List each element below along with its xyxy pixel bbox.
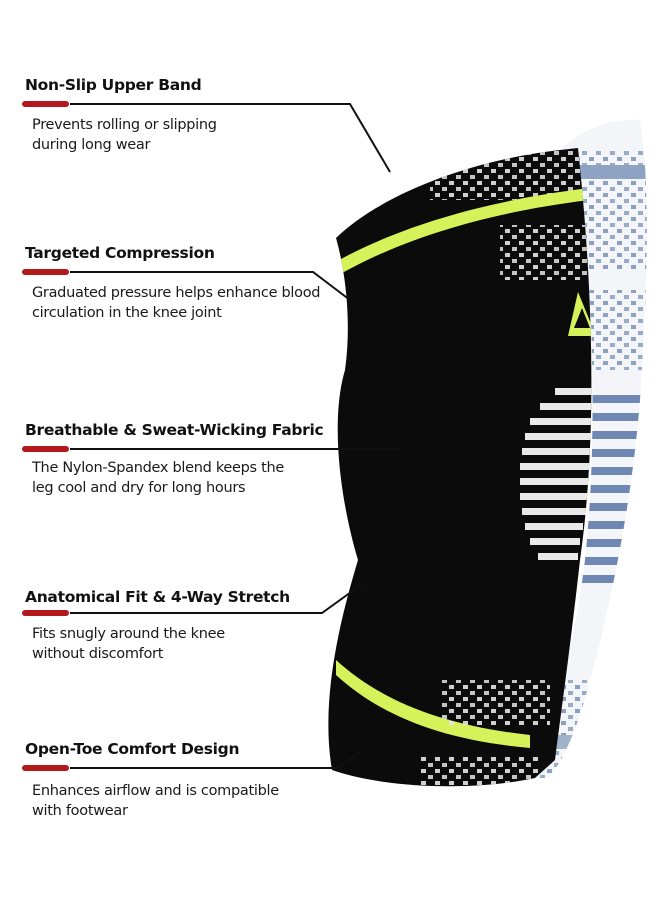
accent-bar (22, 610, 69, 616)
accent-bar (22, 269, 69, 275)
leader-line-1 (70, 103, 391, 173)
accent-bar (22, 765, 69, 771)
leader-line-4 (70, 581, 366, 614)
feature-description: Fits snugly around the knee without disc… (32, 626, 225, 662)
accent-bar (22, 101, 69, 107)
feature-title: Targeted Compression (25, 244, 215, 262)
feature-description: Graduated pressure helps enhance blood c… (32, 285, 321, 321)
black-neon-sleeve (328, 148, 592, 787)
leader-lines (70, 103, 398, 769)
feature-title: Anatomical Fit & 4-Way Stretch (25, 588, 290, 606)
feature-description: Prevents rolling or slipping during long… (32, 117, 217, 153)
feature-title: Breathable & Sweat-Wicking Fabric (25, 421, 324, 439)
feature-description: Enhances airflow and is compatible with … (32, 783, 279, 819)
leader-line-2 (70, 271, 351, 301)
feature-title: Open-Toe Comfort Design (25, 740, 240, 758)
leader-line-5 (70, 751, 361, 769)
feature-description: The Nylon-Spandex blend keeps the leg co… (32, 460, 285, 496)
accent-bar (22, 446, 69, 452)
feature-title: Non-Slip Upper Band (25, 76, 202, 94)
